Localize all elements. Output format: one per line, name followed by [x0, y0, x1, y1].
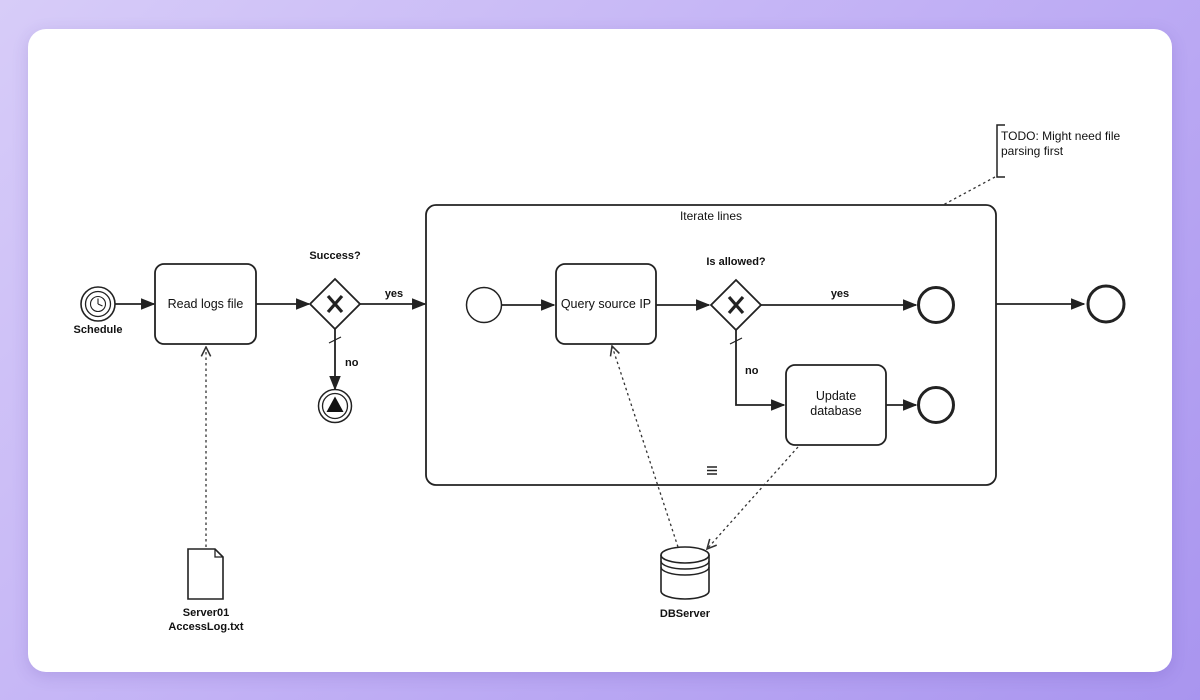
inner-start-event[interactable] — [465, 286, 503, 324]
triangle-icon — [326, 396, 344, 412]
start-timer-event[interactable] — [80, 286, 116, 322]
text-annotation[interactable] — [996, 124, 1005, 178]
gateway-success-label: Success? — [309, 250, 361, 262]
association-db-to-query — [612, 346, 679, 548]
gateway-success[interactable] — [308, 277, 362, 331]
gateway-is-allowed[interactable] — [709, 278, 763, 332]
task-query-ip-label: Query source IP — [561, 297, 651, 311]
start-event-label: Schedule — [74, 324, 123, 336]
bpmn-diagram: Schedule Read logs file Success? yes no … — [74, 124, 1126, 633]
default-flow-mark — [328, 336, 342, 344]
subprocess-label: Iterate lines — [680, 209, 742, 223]
data-object-access-log[interactable] — [187, 548, 224, 600]
x-icon — [326, 294, 344, 314]
end-signal-event[interactable] — [317, 388, 353, 424]
data-store-label: DBServer — [660, 608, 711, 620]
annotation-line2: parsing first — [1001, 144, 1064, 158]
task-query-source-ip[interactable] — [555, 263, 657, 345]
task-read-logs-label: Read logs file — [168, 297, 244, 311]
diagram-canvas: Schedule Read logs file Success? yes no … — [28, 29, 1172, 672]
loop-marker-icon — [707, 466, 717, 475]
annotation-line1: TODO: Might need file — [1001, 129, 1120, 143]
gateway-allowed-label: Is allowed? — [706, 256, 766, 268]
task-update-db-line2: database — [810, 404, 861, 418]
annotation-association — [942, 176, 996, 206]
flow-allowed-no — [735, 330, 786, 411]
inner-end-event-1[interactable] — [917, 286, 955, 324]
data-object-line1: Server01 — [183, 607, 230, 619]
association-update-to-db — [707, 446, 799, 549]
x-icon — [727, 295, 745, 315]
inner-end-event-2[interactable] — [917, 386, 955, 424]
subprocess-iterate-lines[interactable] — [425, 204, 997, 486]
task-update-db-line1: Update — [816, 389, 856, 403]
flow-no-2-label: no — [745, 365, 759, 377]
end-event[interactable] — [1086, 284, 1126, 324]
flow-yes-2-label: yes — [831, 288, 849, 300]
default-flow-mark — [729, 337, 743, 345]
data-object-line2: AccessLog.txt — [168, 621, 244, 633]
data-store-dbserver[interactable] — [660, 546, 710, 600]
flow-no-label: no — [345, 357, 359, 369]
flow-yes-label: yes — [385, 288, 403, 300]
clock-icon — [89, 295, 107, 313]
